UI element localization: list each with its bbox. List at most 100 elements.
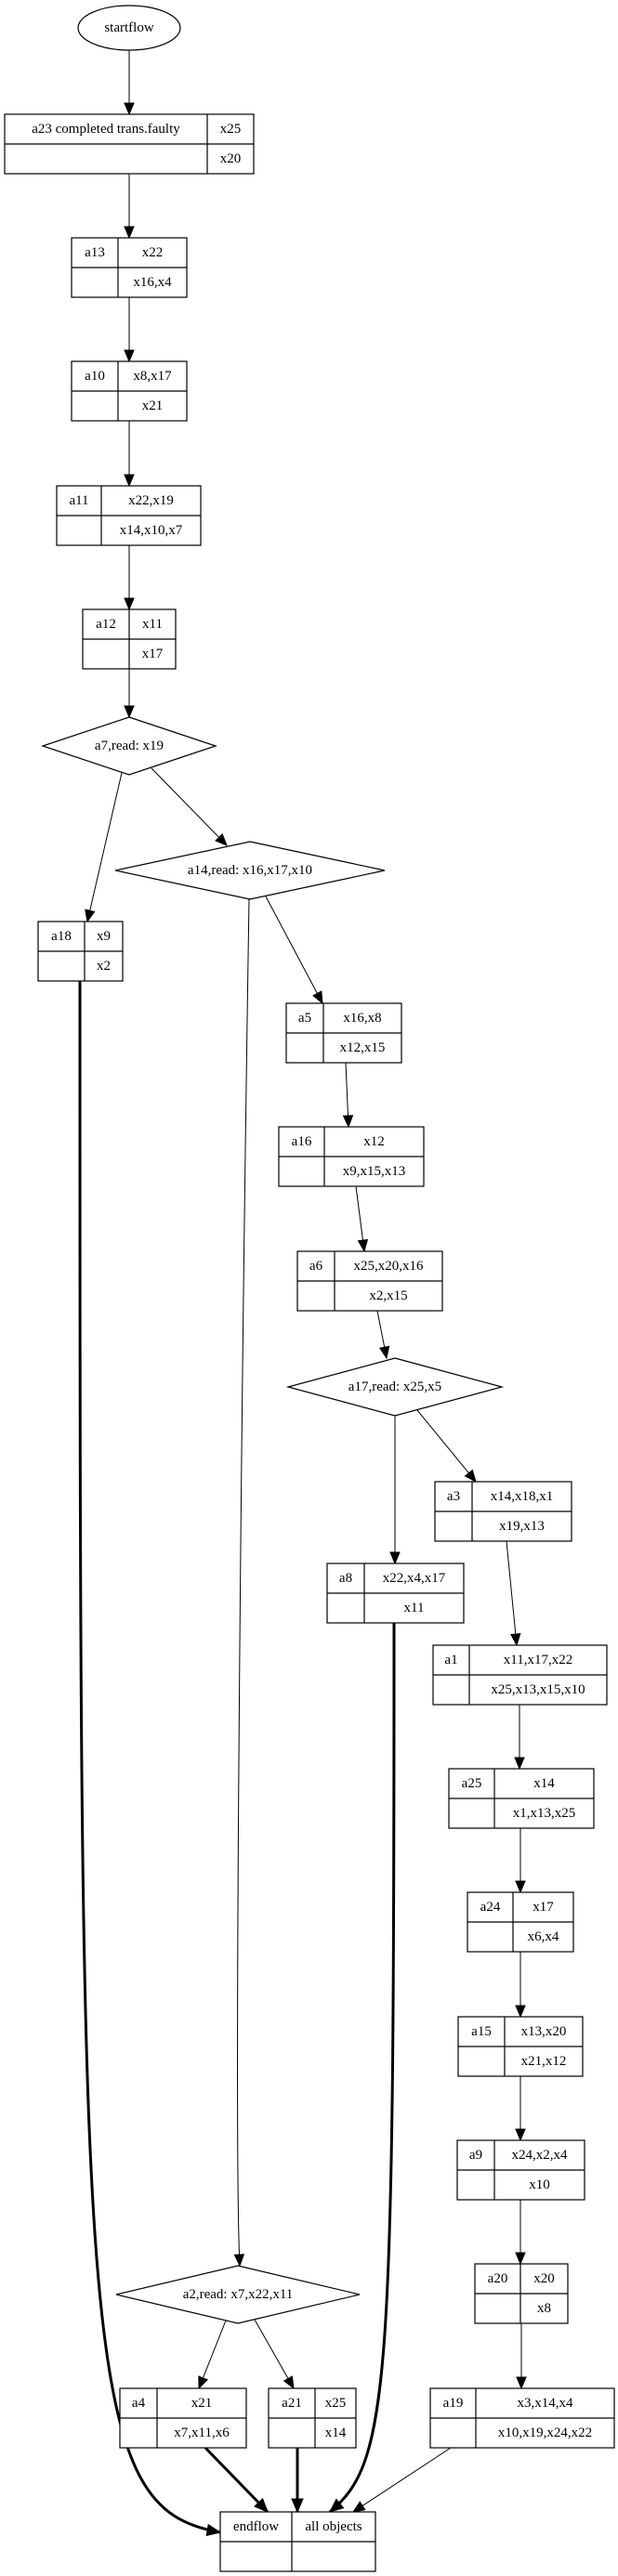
record-bottom-value: x11 bbox=[404, 1601, 425, 1615]
arrowhead-icon bbox=[329, 2498, 345, 2513]
decision-diamond bbox=[114, 841, 386, 900]
edge-line bbox=[506, 1540, 518, 1646]
record-name: a24 bbox=[480, 1900, 501, 1915]
record-top-value: x14,x18,x1 bbox=[491, 1489, 554, 1504]
record-bottom-value: x10 bbox=[529, 2177, 550, 2192]
node-a12[interactable]: a12 x11 x17 bbox=[82, 608, 177, 670]
record-name: a20 bbox=[488, 2271, 508, 2286]
record-top-value: x12 bbox=[363, 1134, 385, 1149]
arrowhead-icon bbox=[205, 2523, 222, 2537]
node-startflow[interactable]: startflow bbox=[77, 5, 181, 51]
record-top-value: x25 bbox=[325, 2396, 347, 2411]
record-name: a18 bbox=[51, 929, 72, 944]
record-bottom-value: x2,x15 bbox=[369, 1288, 407, 1303]
node-a24[interactable]: a24 x17 x6,x4 bbox=[467, 1891, 574, 1953]
edge-line bbox=[416, 1409, 477, 1483]
edge-line bbox=[329, 1622, 396, 2514]
decision-diamond bbox=[115, 2265, 361, 2324]
record-bottom-value: x8 bbox=[537, 2301, 551, 2316]
record-name: a12 bbox=[96, 617, 116, 632]
edge-a2-to-a21 bbox=[254, 2319, 295, 2390]
node-a3[interactable]: a3 x14,x18,x1 x19,x13 bbox=[434, 1481, 572, 1542]
edge-a12-to-a7 bbox=[124, 669, 135, 719]
node-a7[interactable]: a7,read: x19 bbox=[41, 716, 217, 776]
edge-a14-to-a2 bbox=[233, 898, 250, 2268]
edge-a24-to-a15 bbox=[515, 1952, 526, 2019]
edge-a8-to-endflow bbox=[329, 1622, 396, 2514]
decision-label: a14,read: x16,x17,x10 bbox=[188, 863, 312, 878]
node-a20[interactable]: a20 x20 x8 bbox=[474, 2263, 569, 2324]
edge-a6-to-a17 bbox=[376, 1310, 390, 1360]
record-name: a8 bbox=[339, 1571, 352, 1586]
edge-line bbox=[254, 2319, 295, 2389]
arrowhead-icon bbox=[515, 2252, 526, 2266]
edge-a2-to-a4 bbox=[198, 2320, 227, 2390]
record-top-value: x17 bbox=[533, 1900, 554, 1915]
arrowhead-icon bbox=[342, 1115, 354, 1129]
edge-line bbox=[204, 2446, 270, 2514]
record-bottom-value: x14,x10,x7 bbox=[120, 523, 183, 538]
record-top-value: x21 bbox=[191, 2396, 213, 2411]
edge-a19-to-endflow bbox=[351, 2447, 452, 2513]
decision-diamond bbox=[41, 716, 217, 776]
node-a17[interactable]: a17,read: x25,x5 bbox=[285, 1357, 505, 1417]
record-name: endflow bbox=[233, 2519, 279, 2534]
node-a14[interactable]: a14,read: x16,x17,x10 bbox=[114, 841, 386, 900]
record-bottom-value: x21 bbox=[142, 399, 164, 413]
arrowhead-icon bbox=[124, 705, 135, 719]
record-top-value: x3,x14,x4 bbox=[518, 2396, 574, 2411]
edge-startflow-to-a23 bbox=[124, 50, 135, 116]
record-top-value: x22,x4,x17 bbox=[383, 1571, 446, 1586]
edge-line bbox=[352, 2447, 452, 2513]
record-name: a19 bbox=[443, 2396, 464, 2411]
edge-line bbox=[198, 2320, 227, 2389]
edge-a4-to-endflow bbox=[204, 2446, 270, 2514]
node-label: startflow bbox=[104, 20, 153, 35]
node-a8[interactable]: a8 x22,x4,x17 x11 bbox=[326, 1563, 465, 1624]
arrowhead-icon bbox=[378, 1345, 390, 1360]
record-top-value: x20 bbox=[533, 2271, 555, 2286]
record-bottom-value: x6,x4 bbox=[528, 1929, 559, 1944]
edge-a18-to-endflow bbox=[78, 980, 222, 2537]
record-name: a4 bbox=[132, 2396, 146, 2411]
arrowhead-icon bbox=[514, 1757, 525, 1771]
record-top-value: x16,x8 bbox=[343, 1011, 381, 1026]
record-bottom-value: x19,x13 bbox=[499, 1519, 545, 1534]
record-bottom-value: x17 bbox=[142, 647, 164, 661]
record-top-value: x14 bbox=[533, 1776, 555, 1791]
record-bottom-value: x20 bbox=[220, 151, 242, 166]
edge-line bbox=[86, 772, 123, 922]
record-name: a13 bbox=[85, 245, 105, 260]
record-top-value: all objects bbox=[305, 2519, 362, 2534]
node-endflow[interactable]: endflow all objects bbox=[219, 2511, 376, 2572]
node-a2[interactable]: a2,read: x7,x22,x11 bbox=[115, 2265, 361, 2324]
record-name: a3 bbox=[447, 1489, 460, 1504]
record-top-value: x8,x17 bbox=[133, 369, 172, 384]
edge-line bbox=[265, 896, 323, 1004]
edge-a21-to-endflow bbox=[291, 2448, 304, 2514]
record-bottom-value: x1,x13,x25 bbox=[513, 1806, 576, 1821]
record-top-value: x9 bbox=[97, 929, 111, 944]
record-name: a16 bbox=[292, 1134, 312, 1149]
arrowhead-icon bbox=[254, 2497, 269, 2513]
arrowhead-icon bbox=[510, 1633, 521, 1647]
record-top-value: x11 bbox=[142, 617, 163, 632]
arrowhead-icon bbox=[233, 2254, 245, 2268]
